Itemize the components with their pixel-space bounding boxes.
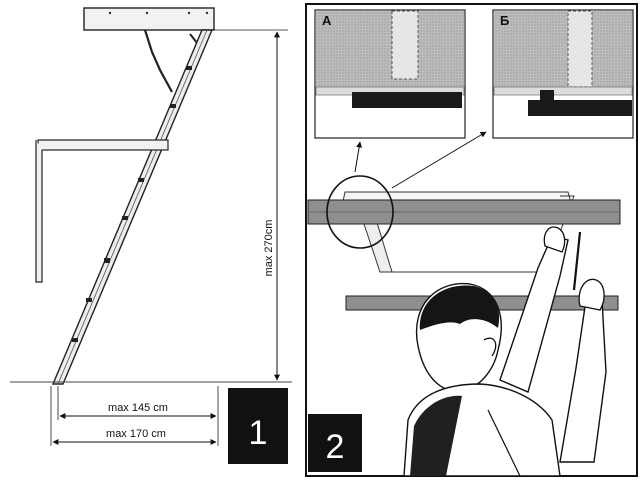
worker-shirt-shadow <box>410 395 462 476</box>
inset-a-frame <box>391 10 419 80</box>
worker-raised-arm <box>499 235 569 393</box>
inset-a-wall <box>316 11 464 87</box>
depth-long-label: max 170 cm <box>106 428 166 440</box>
ceiling-frame <box>83 7 215 31</box>
worker-figure <box>403 226 607 477</box>
detail-circle <box>326 175 394 249</box>
inset-b-ceiling <box>493 86 633 96</box>
panel-2-installation-view: А Б <box>305 3 638 477</box>
panel-1-side-view: max 270cm max 145 cm max 170 cm 1 <box>10 7 292 464</box>
depth-short-label: max 145 cm <box>108 402 168 414</box>
pointer-to-inset-b <box>391 131 487 189</box>
frame-screws <box>108 11 209 15</box>
hinge-arm <box>143 29 173 93</box>
worker-left-hand <box>543 226 566 253</box>
inset-a-label: А <box>322 13 332 28</box>
inset-a: А <box>314 9 466 139</box>
attic-floor-beam <box>37 139 169 151</box>
inset-b-frame <box>567 10 593 88</box>
panel-2-number-badge <box>308 414 362 472</box>
height-label: max 270cm <box>263 220 275 277</box>
screwdriver-icon <box>572 231 582 291</box>
inset-b-trim <box>528 100 632 116</box>
inset-b-trim-step <box>540 90 554 100</box>
pointer-to-inset-a <box>354 141 363 173</box>
panel-1-number: 1 <box>249 414 268 452</box>
ladder-center-line <box>57 29 208 385</box>
inset-b: Б <box>492 9 634 139</box>
panel-2-number: 2 <box>326 428 345 466</box>
inset-b-wall <box>494 11 632 87</box>
worker-right-hand <box>578 278 605 311</box>
worker-hair <box>419 285 500 330</box>
worker-ear <box>483 337 497 357</box>
panel-1-number-badge <box>228 388 288 464</box>
wall-bracket <box>35 140 43 283</box>
inset-a-trim <box>352 92 462 108</box>
worker-shirt-fold <box>487 409 521 477</box>
inset-b-label: Б <box>500 13 509 28</box>
